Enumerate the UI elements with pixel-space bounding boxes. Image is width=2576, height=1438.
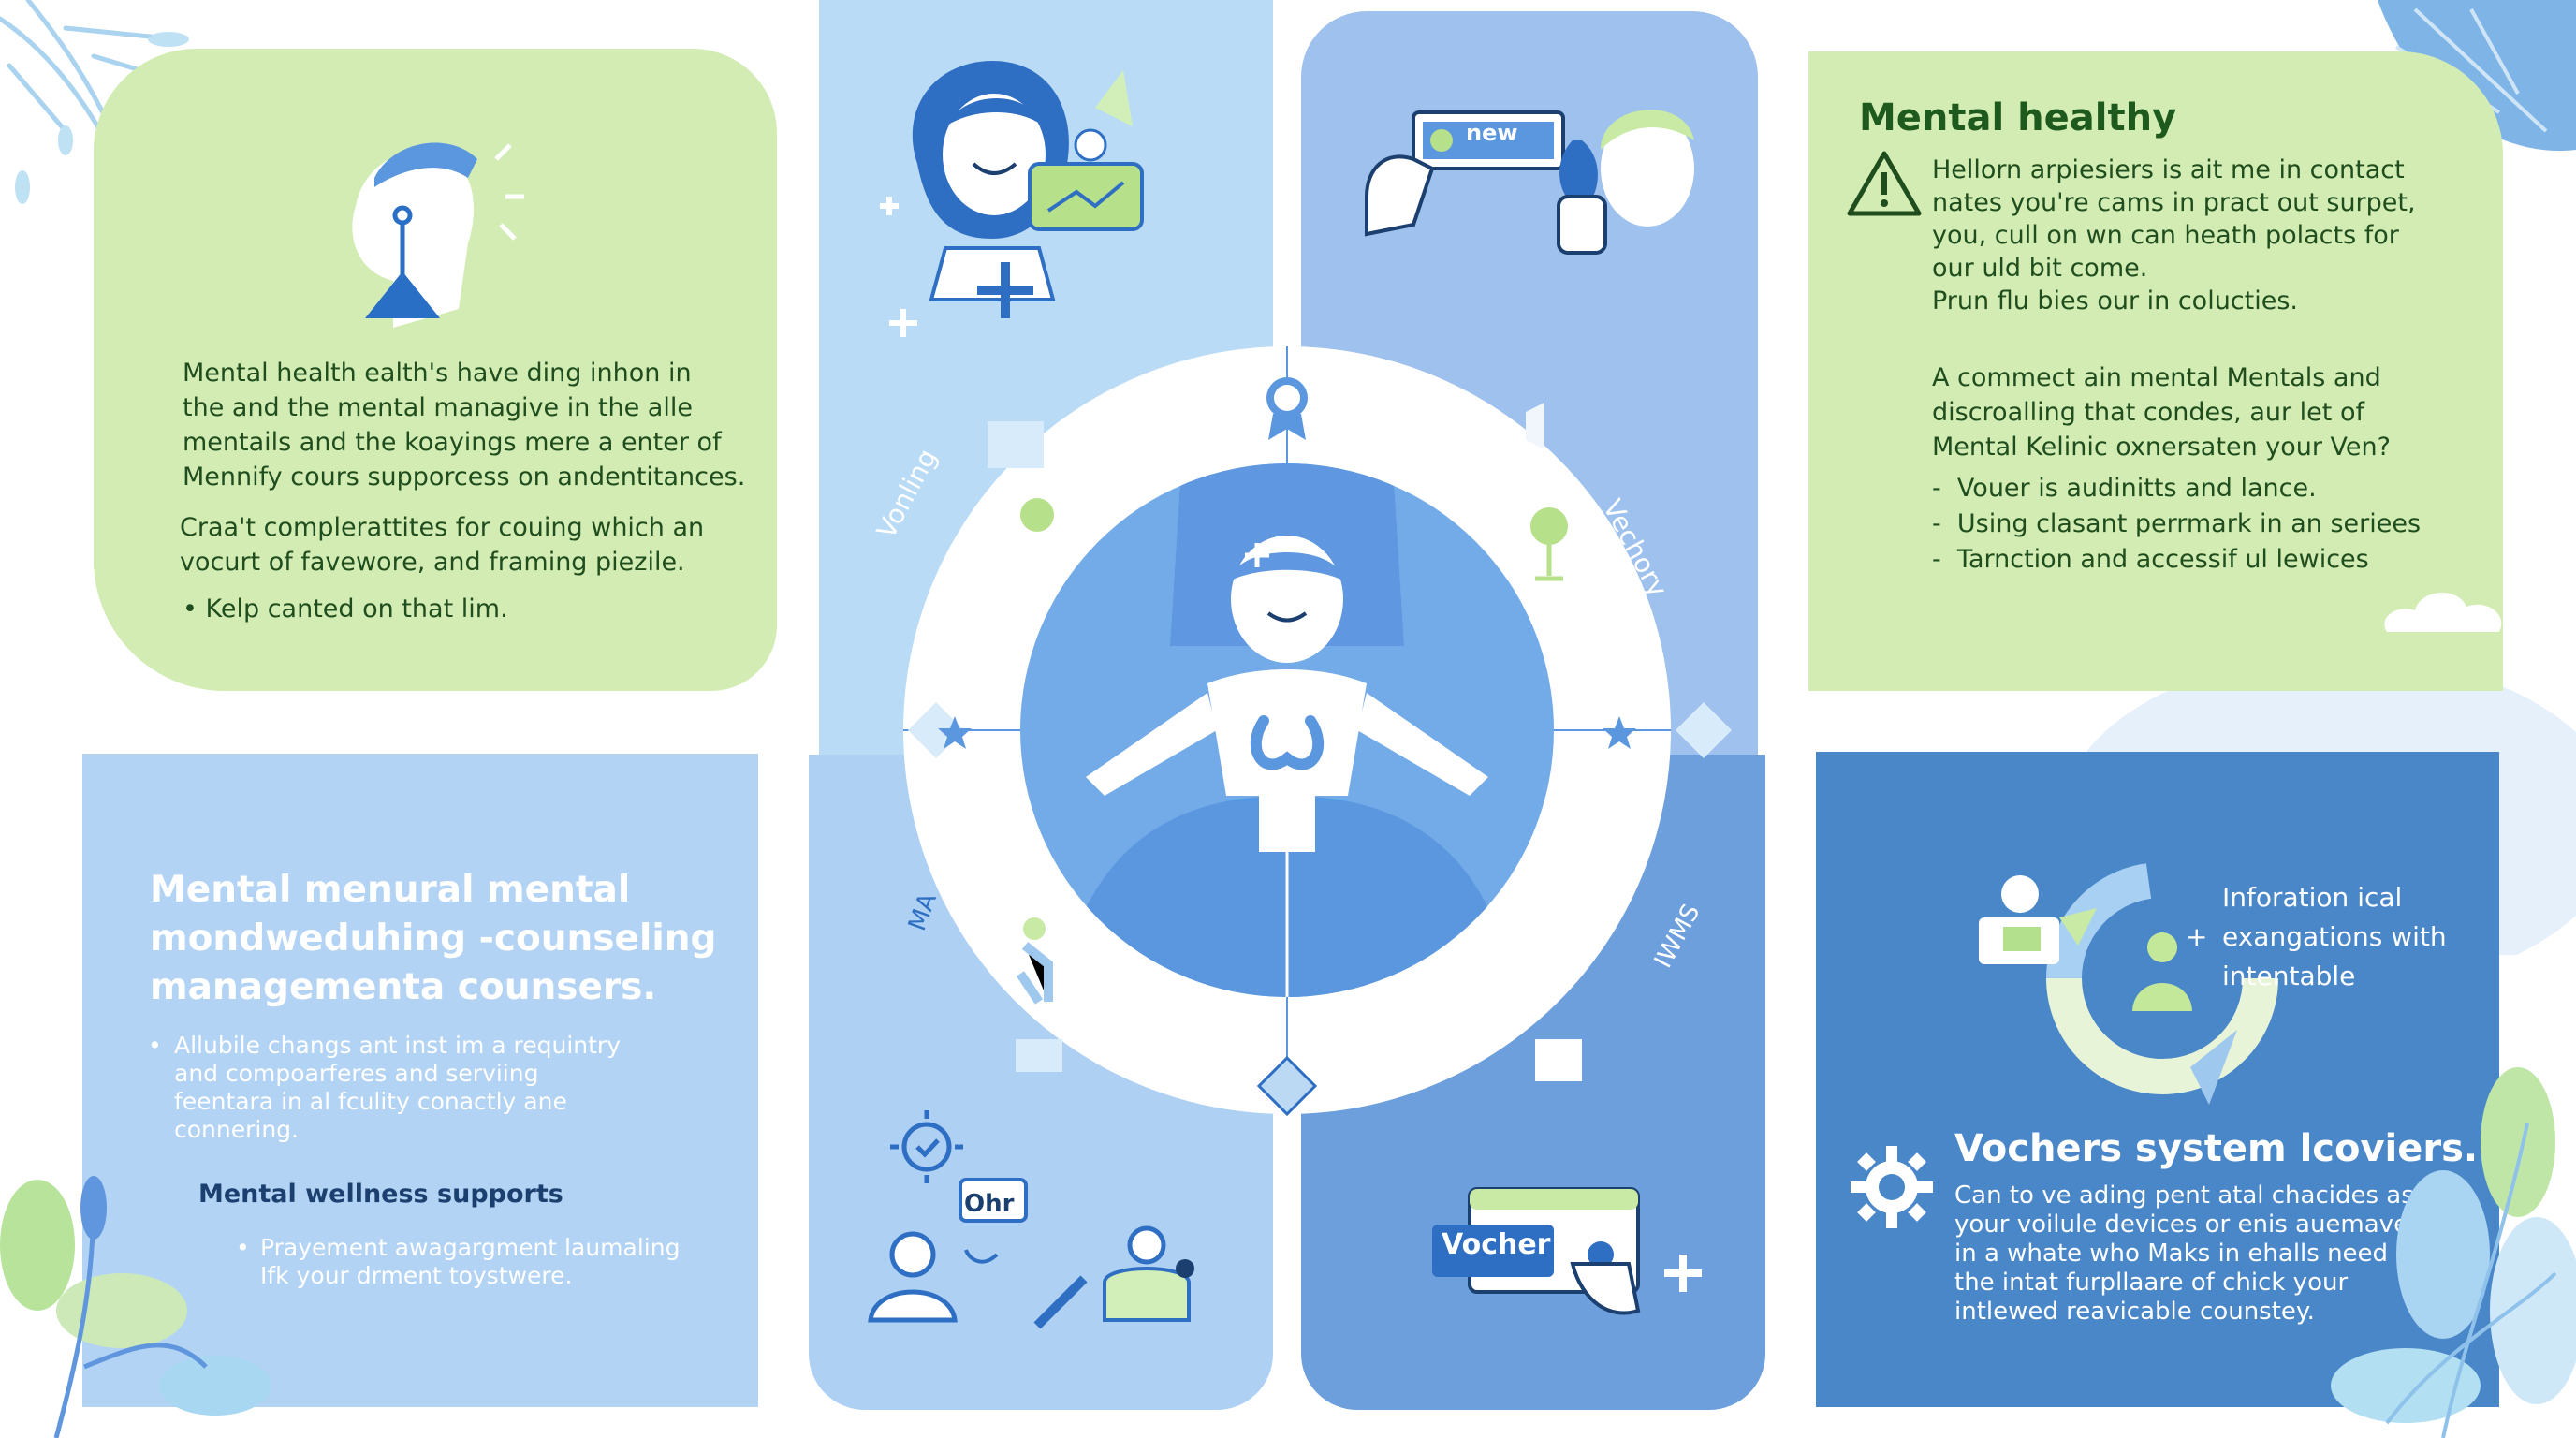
text-line: exangations with [2222,921,2447,952]
text-line: mentails and the koayings mere a enter o… [183,428,722,457]
bottom-left-title: Mental menural mental mondweduhing -coun… [150,866,716,1012]
bottom-right-paragraph: Can to ve ading pent atal chacides as yo… [1954,1181,2414,1327]
text-line: connering. [174,1116,299,1143]
woman-avatar-icon [912,61,1144,301]
cycle-label: Inforation ical exangations with intenta… [2222,878,2447,996]
text-line: discroalling that condes, aur let of [1932,398,2364,427]
top-right-paragraph: Hellorn arpiesiers is ait me in contact … [1932,154,2416,317]
top-left-paragraph: Mental health ealth's have ding inhon in… [183,356,745,494]
bottom-left-bullet-1: • Allubile changs ant inst im a requintr… [148,1032,622,1144]
card-new-label: new [1466,120,1518,146]
gear-icon [1851,1146,1933,1228]
text-line: intlewed reavicable counstey. [1954,1298,2315,1326]
bottom-left-bullet-2: • Prayement awagargment laumaling Ifk yo… [236,1234,681,1290]
top-left-bullet: • Kelp canted on that lim. [183,594,508,624]
cloud-icon [2384,592,2502,632]
cycle-ring-diagram: + [1979,862,2278,1105]
text-line: Prayement awagargment laumaling [260,1234,681,1261]
svg-text:+: + [2186,921,2207,952]
text-line: Allubile changs ant inst im a requintry [174,1032,622,1059]
list-item: - Vouer is audinitts and lance. [1932,474,2317,503]
text-line: your voilule devices or enis auemave [1954,1211,2409,1239]
list-item: - Using clasant perrmark in an seriees [1932,509,2422,538]
text-line: Mental health ealth's have ding inhon in [183,359,692,388]
text-line: Can to ve ading pent atal chacides as [1954,1181,2414,1210]
panel-top-right [1808,51,2503,691]
text-line: and compoarferes and serviing [174,1060,539,1087]
title-line: managementa counsers. [150,966,657,1008]
bubble-ohr-label: Ohr [964,1190,1015,1218]
text-line: Mennify cours supporcess on andentitance… [183,462,746,492]
card-scan-illustration [1365,110,1694,255]
plant-bottom-left [0,1176,271,1438]
top-left-paragraph-2: Craa't complerattites for couing which a… [180,510,704,580]
text-line: Inforation ical [2222,882,2403,913]
title-line: Mental menural mental [150,869,631,911]
bottom-left-subtitle: Mental wellness supports [198,1180,564,1209]
text-line: Prun flu bies our in colucties. [1932,286,2298,315]
head-profile-icon [352,142,524,328]
bullet-text: Kelp canted on that lim. [205,594,508,624]
top-right-paragraph-2: A commect ain mental Mentals and discroa… [1932,360,2391,464]
title-line: mondweduhing -counseling [150,917,717,960]
central-dial [903,346,1732,1117]
bullet-dot: • [236,1234,250,1261]
top-right-bullets: - Vouer is audinitts and lance. - Using … [1932,471,2421,578]
text-line: the intat furpllaare of chick your [1954,1269,2349,1297]
panel-bottom-left [82,754,758,1407]
bottom-right-title: Vochers system lcoviers. [1954,1127,2479,1170]
plant-bottom-right [2331,1067,2576,1438]
voucher-illustration [1432,1187,1702,1315]
text-line: Hellorn arpiesiers is ait me in contact [1932,155,2405,184]
text-line: the and the mental managive in the alle [183,393,693,422]
text-line: Craa't complerattites for couing which a… [180,513,705,542]
text-line: nates you're cams in pract out surpet, [1932,188,2416,217]
people-support-illustration [868,1110,1194,1329]
text-line: intentable [2222,961,2356,991]
text-line: in a whate who Maks in ehalls need [1954,1240,2389,1268]
text-line: feentara in al fculity conactly ane [174,1088,567,1115]
bullet-dot: • [148,1032,162,1059]
text-line: Ifk your drment toystwere. [260,1262,573,1289]
text-line: A commect ain mental Mentals and [1932,363,2381,392]
text-line: our uld bit come. [1932,254,2148,283]
warning-icon [1847,151,1922,216]
top-right-title: Mental healthy [1859,96,2177,139]
list-item: - Tarnction and accessif ul lewices [1932,545,2369,574]
text-line: you, cull on wn can heath polacts for [1932,221,2399,250]
text-line: vocurt of favewore, and framing piezile. [180,548,685,577]
voucher-label: Vocher [1442,1228,1551,1261]
plus-icons [880,197,1033,337]
text-line: Mental Kelinic oxnersaten your Ven? [1932,433,2391,462]
